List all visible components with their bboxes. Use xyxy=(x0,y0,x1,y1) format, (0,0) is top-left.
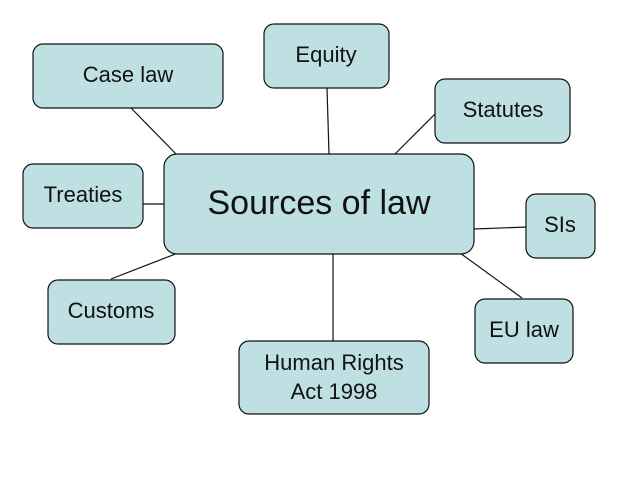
node-treaties-label: Treaties xyxy=(44,182,123,207)
link-customs xyxy=(110,252,179,280)
node-eu-law-label: EU law xyxy=(489,317,559,342)
node-customs: Customs xyxy=(47,279,176,345)
node-equity-label: Equity xyxy=(295,42,356,67)
center-node-label: Sources of law xyxy=(208,184,431,222)
node-eu-law: EU law xyxy=(474,298,574,364)
link-eu-law xyxy=(459,252,523,299)
node-equity: Equity xyxy=(263,23,390,89)
node-statutes-label: Statutes xyxy=(463,97,544,122)
node-sis: SIs xyxy=(525,193,596,259)
link-case-law xyxy=(130,107,178,156)
node-statutes: Statutes xyxy=(434,78,571,144)
node-sis-label: SIs xyxy=(544,212,576,237)
link-equity xyxy=(326,87,330,155)
node-treaties: Treaties xyxy=(22,163,144,229)
node-human-rights-label-line1: Human Rights xyxy=(264,350,403,375)
link-sis xyxy=(473,226,528,230)
node-case-law-label: Case law xyxy=(83,62,174,87)
node-human-rights-label-line2: Act 1998 xyxy=(291,379,378,404)
node-customs-label: Customs xyxy=(68,298,155,323)
node-case-law: Case law xyxy=(32,43,224,109)
link-statutes xyxy=(394,111,438,155)
node-human-rights-act: Human Rights Act 1998 xyxy=(238,340,430,415)
center-node-sources-of-law: Sources of law xyxy=(163,153,475,255)
